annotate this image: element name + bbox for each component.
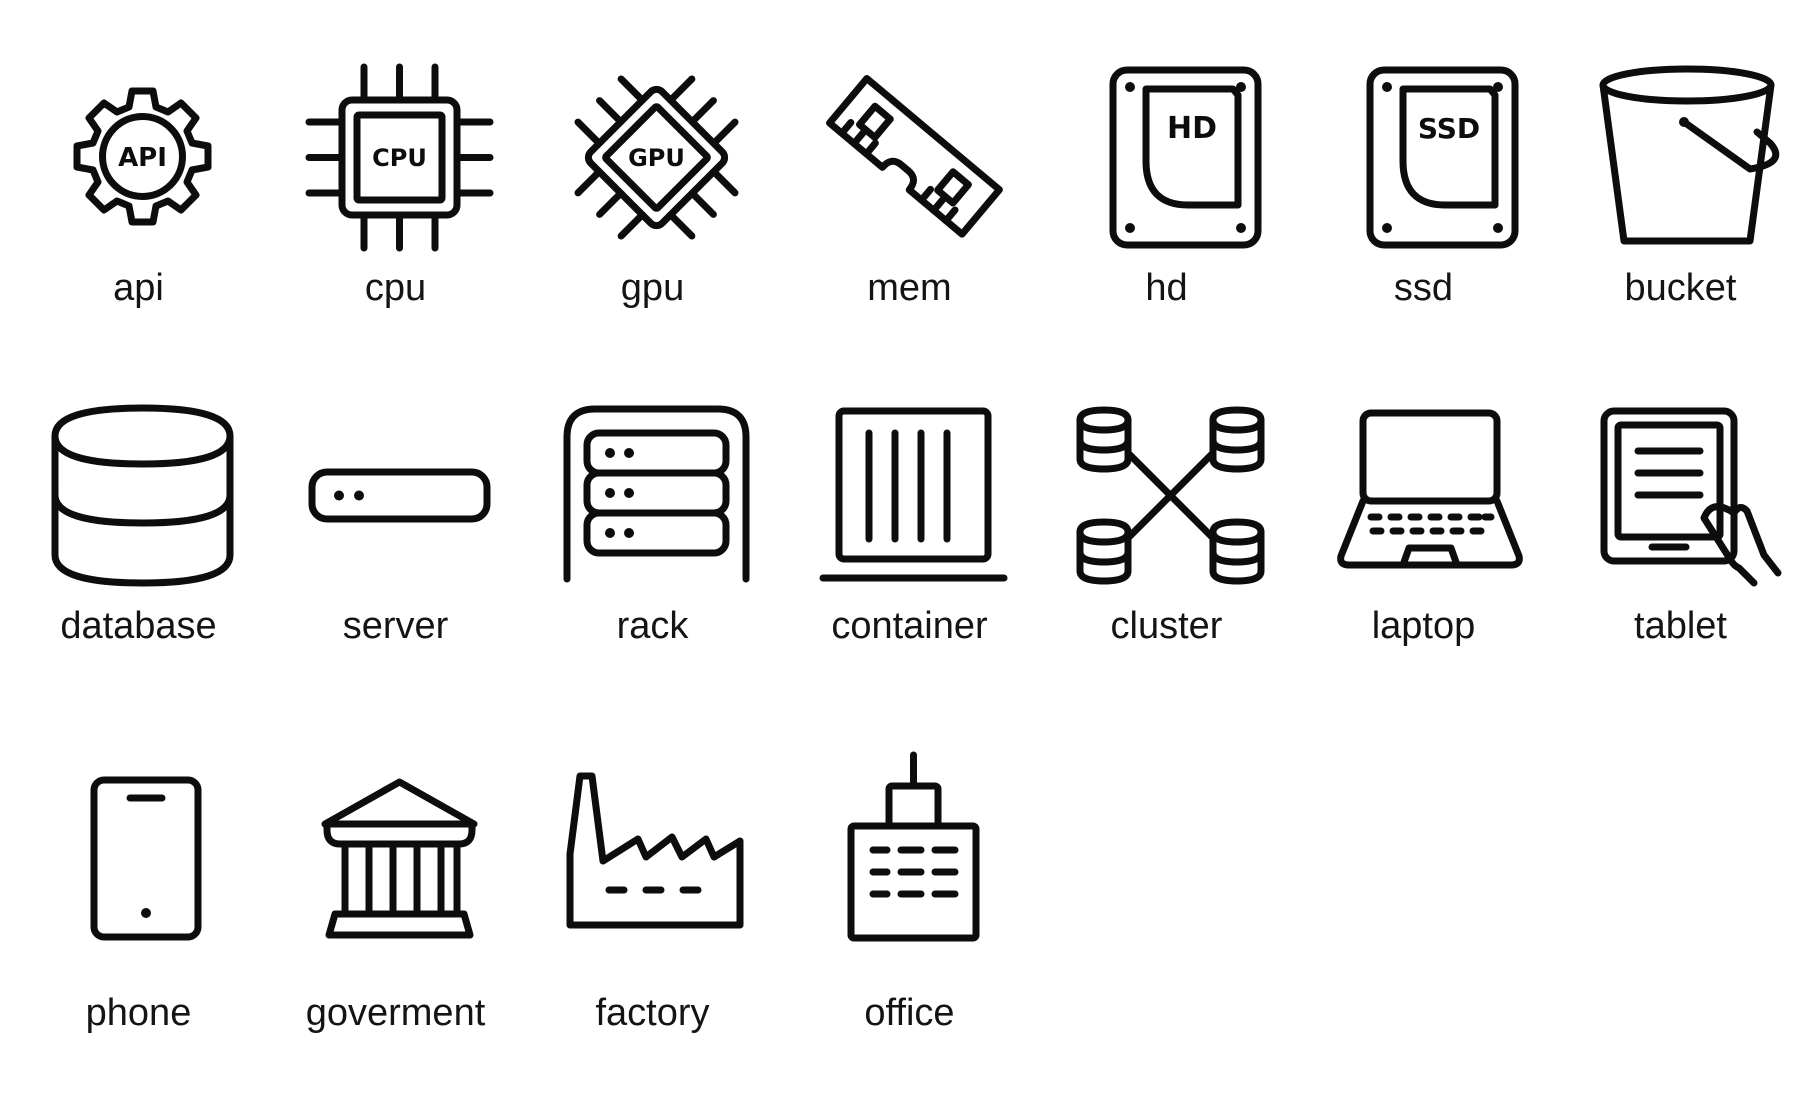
icon-label: server [342, 605, 449, 647]
gpu-icon: GPU [574, 75, 739, 240]
hard-drive-icon: HD [1109, 66, 1262, 249]
icon-tile-ssd: SSD ssd [1295, 10, 1552, 340]
cluster-node-tl [1076, 406, 1132, 473]
memory-icon [826, 75, 1003, 238]
cluster-node-tr [1209, 406, 1265, 473]
icon-label: bucket [1624, 267, 1737, 309]
icon-label: database [60, 605, 217, 647]
ssd-icon: SSD [1366, 66, 1519, 249]
icon-label: tablet [1634, 605, 1727, 647]
phone-icon [90, 776, 202, 941]
ssd-glyph-text: SSD [1418, 112, 1480, 145]
factory-icon [566, 772, 744, 929]
icon-tile-api: API api [10, 10, 267, 340]
icon-label: mem [867, 267, 952, 309]
icon-label: api [113, 267, 164, 309]
icon-tile-container: container [781, 348, 1038, 678]
office-icon [847, 751, 980, 942]
icon-tile-factory: factory [524, 705, 781, 1035]
cpu-glyph-text: CPU [372, 144, 427, 172]
container-icon [819, 407, 1008, 582]
icon-tile-server: server [267, 348, 524, 678]
icon-tile-bucket: bucket [1552, 10, 1809, 340]
tablet-icon [1600, 407, 1782, 587]
government-icon [321, 778, 478, 939]
icon-label: cpu [364, 267, 427, 309]
api-icon: API [73, 87, 212, 226]
icon-tile-office: office [781, 705, 1038, 1035]
cluster-node-br [1209, 518, 1265, 585]
gpu-glyph-text: GPU [628, 144, 685, 172]
icon-tile-cpu: CPU cpu [267, 10, 524, 340]
cluster-node-bl [1076, 518, 1132, 585]
icon-label: laptop [1371, 605, 1476, 647]
rack-icon [563, 405, 750, 583]
icon-label: rack [616, 605, 689, 647]
api-glyph-text: API [118, 143, 167, 173]
icon-label: phone [85, 992, 192, 1034]
icon-tile-phone: phone [10, 705, 267, 1035]
laptop-icon [1337, 409, 1523, 569]
icon-tile-laptop: laptop [1295, 348, 1552, 678]
icon-tile-goverment: goverment [267, 705, 524, 1035]
icon-label: container [831, 605, 988, 647]
cluster-icon [1076, 406, 1265, 585]
icon-label: ssd [1393, 267, 1454, 309]
database-icon [51, 404, 234, 587]
icon-tile-database: database [10, 348, 267, 678]
icon-tile-hd: HD hd [1038, 10, 1295, 340]
icon-tile-mem: mem [781, 10, 1038, 340]
icon-tile-gpu: GPU gpu [524, 10, 781, 340]
icon-label: factory [595, 992, 710, 1034]
icon-tile-cluster: cluster [1038, 348, 1295, 678]
icon-label: goverment [305, 992, 486, 1034]
bucket-icon [1599, 65, 1780, 245]
server-icon [308, 468, 491, 523]
hd-glyph-text: HD [1167, 111, 1217, 146]
icon-tile-rack: rack [524, 348, 781, 678]
icon-label: office [864, 992, 955, 1034]
icon-label: gpu [620, 267, 685, 309]
icon-label: hd [1145, 267, 1188, 309]
cpu-icon: CPU [305, 63, 494, 252]
icon-label: cluster [1110, 605, 1223, 647]
icon-tile-tablet: tablet [1552, 348, 1809, 678]
